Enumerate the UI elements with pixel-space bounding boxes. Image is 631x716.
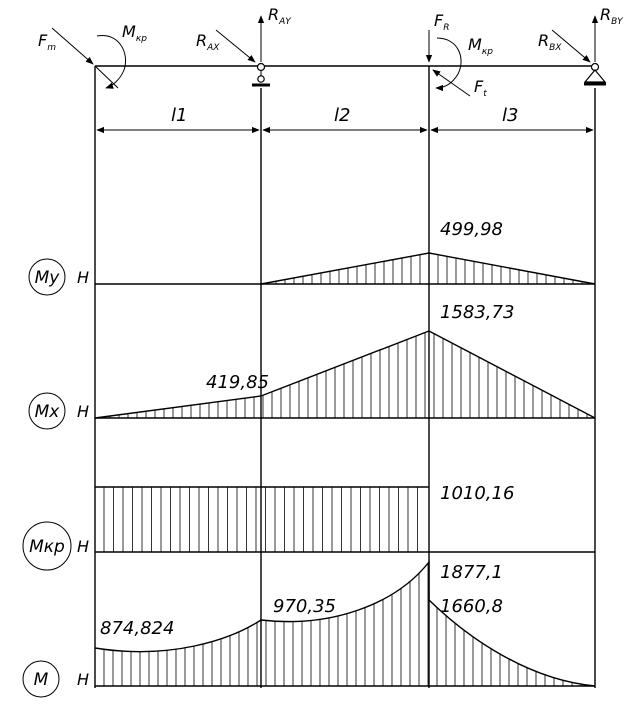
diagram-mx: Mx H 419,85 1583,73 xyxy=(28,302,596,430)
value-mx-support: 419,85 xyxy=(206,372,269,393)
diagram-my: My H 499,98 xyxy=(28,219,596,296)
span-label-l3: l3 xyxy=(502,105,518,126)
rbx-arrow xyxy=(551,29,591,63)
mkp-left-label: Mкр xyxy=(122,22,147,44)
beam-scheme: Fm Mкр RAX RAY FR Mкр Ft RBX RBY xyxy=(38,5,624,99)
value-m-peak: 1877,1 xyxy=(440,562,503,583)
value-my-peak: 499,98 xyxy=(440,219,503,240)
mkp-left-arc xyxy=(96,35,126,89)
rax-label: RAX xyxy=(196,31,220,53)
value-mkp: 1010,16 xyxy=(440,483,514,504)
support-b-pin xyxy=(583,62,607,86)
section-lines xyxy=(94,66,596,688)
unit-my: H xyxy=(77,268,89,287)
ft-label: Fm xyxy=(38,31,56,53)
rby-label: RBY xyxy=(600,5,624,27)
value-mx-peak: 1583,73 xyxy=(440,302,514,323)
mkp-right-arc xyxy=(435,37,462,92)
rbx-label: RBX xyxy=(538,31,562,53)
diagram-mkp: Mкр H 1010,16 xyxy=(22,483,595,571)
ft-right-label: Ft xyxy=(474,77,487,99)
ray-label: RAY xyxy=(268,5,292,27)
diagram-label-mkp: Mкр xyxy=(29,537,65,557)
unit-mx: H xyxy=(77,402,89,421)
span-label-l1: l1 xyxy=(171,105,187,126)
diagram-label-m: M xyxy=(34,670,49,690)
label-circle xyxy=(28,392,66,430)
label-circle xyxy=(28,258,66,296)
mkp-left-lever xyxy=(94,65,119,89)
unit-m: H xyxy=(77,670,89,689)
value-m-left: 874,824 xyxy=(100,618,174,639)
rax-arrow xyxy=(215,29,256,63)
fr-label: FR xyxy=(434,11,449,33)
span-dimensions: l1 l2 l3 xyxy=(96,105,594,134)
value-m-support: 970,35 xyxy=(273,596,336,617)
label-circle xyxy=(22,660,60,698)
diagram-label-mx: Mx xyxy=(35,402,61,422)
label-circle xyxy=(22,521,72,571)
ft-right-arrow xyxy=(432,69,471,97)
diagram-m: M H 874,824 970,35 1877,1 1660,8 xyxy=(22,559,596,698)
unit-mkp: H xyxy=(77,537,89,556)
diagram-label-my: My xyxy=(35,268,61,288)
mkp-right-label: Mкр xyxy=(468,35,493,57)
ft-arrow xyxy=(51,27,94,65)
value-m-right: 1660,8 xyxy=(440,596,503,617)
support-a-hinge xyxy=(252,62,270,87)
span-label-l2: l2 xyxy=(334,105,350,126)
